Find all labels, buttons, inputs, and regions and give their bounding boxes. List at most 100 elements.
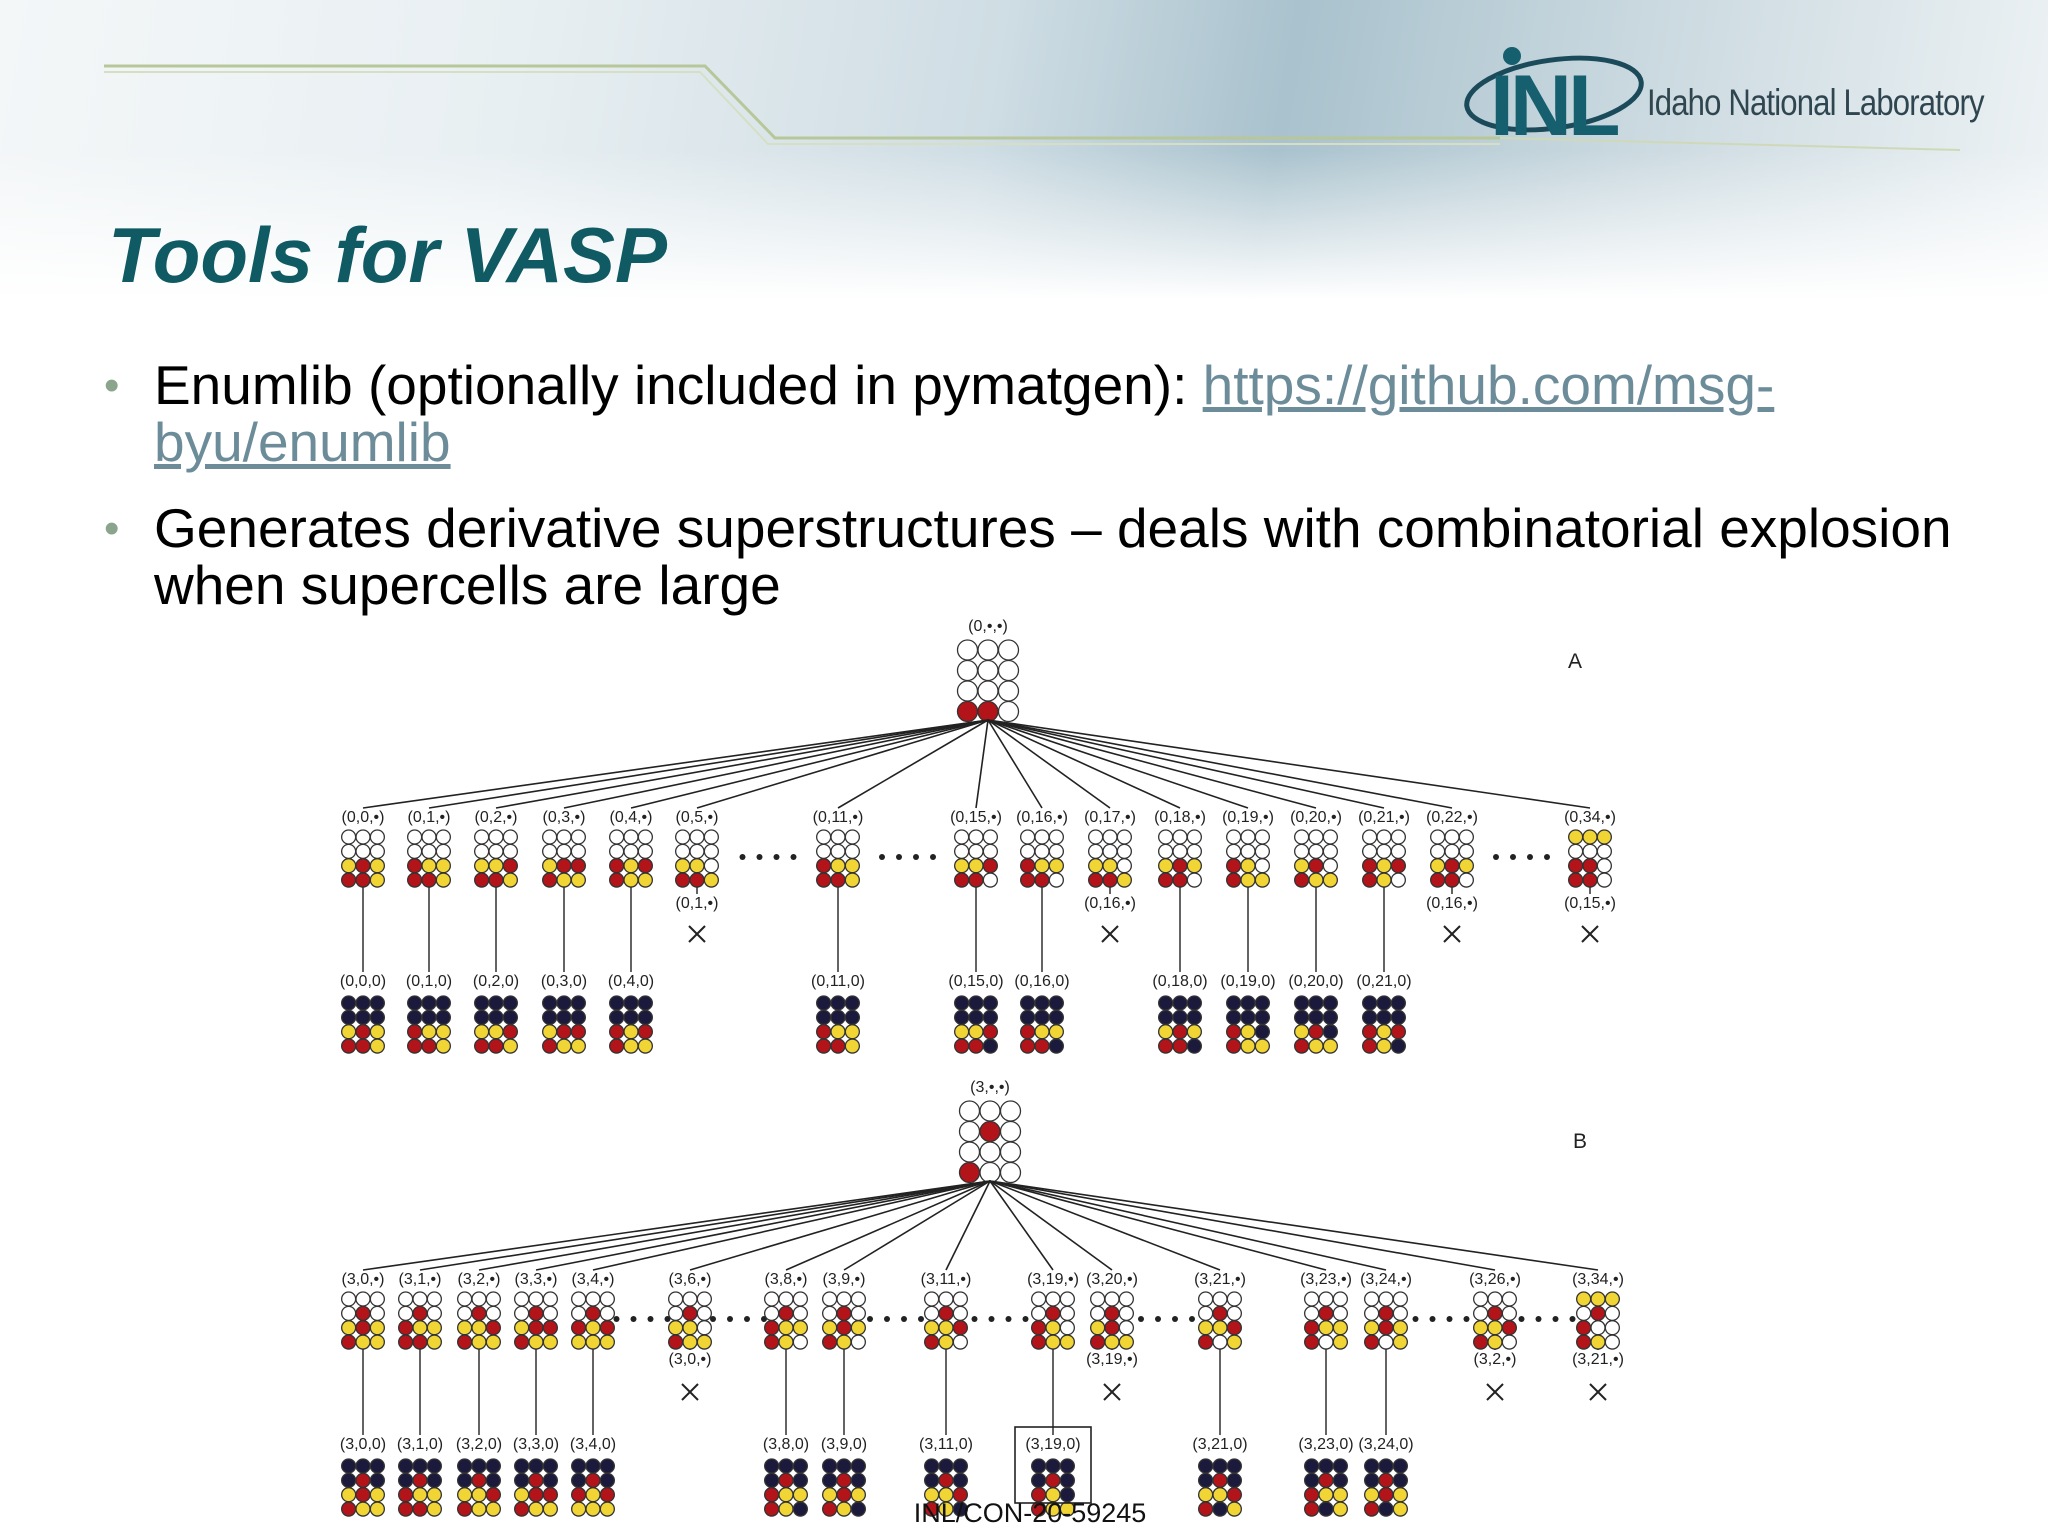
site-circle: [485, 1501, 502, 1517]
panel-b-level2-label: (3,0,0): [340, 1436, 386, 1453]
panel-b-pruned-cross-icon: [681, 1383, 699, 1401]
tree-edge: [689, 1180, 991, 1271]
site-circle: [1444, 843, 1460, 859]
tree-edge: [696, 719, 989, 809]
site-circle: [938, 1458, 954, 1474]
site-circle: [528, 1458, 544, 1474]
site-circle: [816, 995, 832, 1011]
site-circle: [956, 700, 979, 723]
site-circle: [471, 1501, 487, 1517]
site-circle: [471, 1334, 487, 1350]
site-circle: [792, 1501, 808, 1517]
site-circle: [1294, 872, 1310, 888]
site-circle: [1318, 1334, 1334, 1350]
panel-b-pruned-cross-icon: [1486, 1383, 1504, 1401]
panel-a-level1-cluster: [1226, 829, 1270, 888]
tree-edge: [987, 719, 1385, 809]
site-circle: [958, 1120, 981, 1143]
bullet-superstructures-line1: Generates derivative superstructures – d…: [154, 497, 1952, 559]
site-circle: [421, 995, 437, 1011]
site-circle: [1059, 1291, 1075, 1307]
site-circle: [1172, 1024, 1188, 1040]
site-circle: [570, 1038, 586, 1054]
site-circle: [369, 1487, 386, 1503]
site-circle: [1226, 1472, 1242, 1488]
site-circle: [1376, 872, 1392, 888]
site-circle: [355, 995, 371, 1011]
site-circle: [778, 1334, 794, 1350]
panel-a-level2-cluster: [816, 995, 860, 1054]
site-circle: [982, 858, 998, 874]
site-circle: [340, 1472, 357, 1488]
enumlib-link-part1[interactable]: https://github.com/msg-: [1202, 354, 1775, 416]
site-circle: [1226, 1291, 1242, 1307]
site-circle: [1226, 1024, 1242, 1040]
site-circle: [1116, 843, 1132, 859]
site-circle: [1596, 829, 1612, 845]
site-circle: [585, 1334, 601, 1350]
site-circle: [1501, 1334, 1517, 1350]
site-circle: [514, 1472, 530, 1488]
site-circle: [924, 1334, 940, 1350]
site-circle: [471, 1487, 487, 1503]
site-circle: [982, 829, 998, 845]
site-circle: [1090, 1320, 1106, 1336]
panel-a-pruned-cross-icon: [688, 925, 706, 943]
site-circle: [668, 1320, 684, 1336]
tree-edge: [987, 719, 1317, 809]
site-circle: [1240, 1024, 1256, 1040]
site-circle: [850, 1472, 866, 1488]
site-circle: [924, 1291, 940, 1307]
site-circle: [1376, 1038, 1392, 1054]
tree-edge: [428, 719, 989, 809]
panel-b-pruned-label: (3,19,•): [1086, 1351, 1138, 1368]
site-circle: [623, 843, 639, 859]
site-circle: [1240, 1038, 1256, 1054]
site-circle: [571, 1320, 587, 1336]
site-circle: [1186, 843, 1202, 859]
enumlib-link-part2[interactable]: byu/enumlib: [154, 411, 451, 473]
site-circle: [406, 829, 423, 845]
panel-a-level2-cluster: [340, 995, 386, 1054]
site-circle: [570, 872, 586, 888]
site-circle: [850, 1487, 866, 1503]
panel-a-level2-cluster: [542, 995, 586, 1054]
panel-a-level2-cluster: [473, 995, 519, 1054]
site-circle: [1576, 1305, 1592, 1321]
site-circle: [412, 1334, 428, 1350]
site-circle: [1226, 843, 1242, 859]
site-circle: [1059, 1458, 1075, 1474]
site-circle: [1332, 1320, 1348, 1336]
site-circle: [1020, 1038, 1036, 1054]
site-circle: [1048, 858, 1064, 874]
site-circle: [406, 843, 423, 859]
site-circle: [1240, 872, 1256, 888]
site-circle: [982, 843, 998, 859]
site-circle: [623, 995, 639, 1011]
site-circle: [999, 1141, 1022, 1163]
site-circle: [355, 1487, 371, 1503]
panel-a-level2-cluster: [609, 995, 653, 1054]
site-circle: [999, 1161, 1022, 1184]
site-circle: [599, 1291, 615, 1307]
site-circle: [938, 1291, 954, 1307]
panel-a-level1-label: (0,5,•): [676, 809, 719, 826]
panel-b-level2-cluster: [397, 1458, 443, 1517]
panel-a-level1-label: (0,22,•): [1426, 809, 1478, 826]
site-circle: [412, 1458, 428, 1474]
panel-a-level2-cluster: [1020, 995, 1064, 1054]
site-circle: [1582, 872, 1598, 888]
site-circle: [1254, 1038, 1270, 1054]
panel-b-level1-label: (3,3,•): [515, 1271, 558, 1288]
site-circle: [1473, 1334, 1489, 1350]
site-circle: [1102, 872, 1118, 888]
bullet-dot-icon: •: [104, 361, 120, 410]
site-circle: [1212, 1472, 1228, 1488]
slide-title: Tools for VASP: [108, 211, 668, 299]
site-circle: [1390, 1009, 1406, 1025]
site-circle: [830, 858, 846, 874]
panel-a-level1-cluster: [1362, 829, 1406, 888]
site-circle: [412, 1291, 428, 1307]
site-circle: [369, 995, 386, 1011]
site-circle: [1226, 1320, 1242, 1336]
